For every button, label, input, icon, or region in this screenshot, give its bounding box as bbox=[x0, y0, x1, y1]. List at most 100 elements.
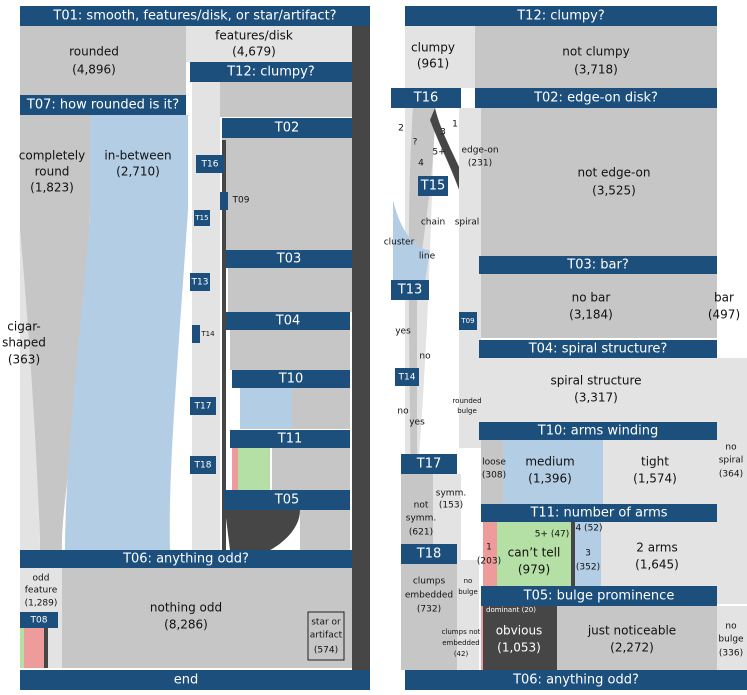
no2-label: no bbox=[397, 407, 409, 417]
spiral-label: spiral bbox=[455, 218, 480, 228]
t05-dark-flow bbox=[225, 510, 300, 550]
two-arms-count: (1,645) bbox=[635, 558, 679, 572]
r-t09-node[interactable] bbox=[459, 312, 477, 330]
no-bar-label: no bar bbox=[572, 291, 611, 305]
r-t16-node-text: T16 bbox=[413, 91, 438, 106]
no-bulge-small-1: no bbox=[464, 577, 473, 585]
t14-node[interactable] bbox=[192, 325, 200, 343]
completely-label: completely bbox=[19, 149, 86, 163]
n1-label: 1 bbox=[452, 120, 458, 130]
r-t15-node-text: T15 bbox=[420, 179, 445, 194]
no-spiral-count: (364) bbox=[719, 470, 743, 480]
t10-node-text: T10 bbox=[278, 372, 303, 387]
t08-dark bbox=[44, 628, 48, 668]
t02-node[interactable] bbox=[222, 118, 352, 138]
t18-node[interactable] bbox=[190, 456, 216, 474]
star-label-1: star or bbox=[311, 618, 341, 628]
star-artifact-stream bbox=[352, 26, 370, 670]
star-artifact-box bbox=[307, 611, 345, 661]
r-t05-header[interactable] bbox=[481, 586, 717, 606]
r-t03-header-text: T03: bar? bbox=[566, 258, 628, 273]
not-clumpy-count: (3,718) bbox=[574, 63, 618, 77]
clumps-not-count: (42) bbox=[454, 650, 469, 658]
t11-node[interactable] bbox=[230, 430, 350, 448]
t17-node-text: T17 bbox=[194, 402, 212, 412]
r-t17-node[interactable] bbox=[401, 454, 457, 474]
obvious-band bbox=[483, 606, 557, 670]
t03-node[interactable] bbox=[226, 250, 352, 268]
t07-header[interactable] bbox=[20, 95, 186, 115]
t01-header[interactable] bbox=[20, 6, 370, 26]
odd-count: (1,289) bbox=[25, 599, 58, 609]
r-t18-node[interactable] bbox=[401, 544, 457, 564]
r-t03-header[interactable] bbox=[479, 256, 717, 274]
r-t12-header[interactable] bbox=[405, 6, 717, 26]
t05-node[interactable] bbox=[224, 490, 350, 510]
right-headers: T12: clumpy? T16 T02: edge-on disk? T15 … bbox=[391, 6, 747, 690]
four-label: 4 (52) bbox=[575, 524, 602, 534]
t10-node[interactable] bbox=[232, 370, 350, 388]
t06-header-text: T06: anything odd? bbox=[122, 552, 249, 567]
dominant-band bbox=[481, 606, 483, 670]
r-t13-node[interactable] bbox=[391, 280, 429, 300]
no-bulge-small-2: bulge bbox=[458, 588, 478, 596]
t16-node[interactable] bbox=[196, 155, 224, 173]
r-t16-node[interactable] bbox=[391, 88, 461, 108]
t15-node[interactable] bbox=[194, 210, 210, 226]
t08-node[interactable] bbox=[20, 612, 58, 628]
rounded-count: (4,896) bbox=[72, 63, 116, 77]
r-t02-header[interactable] bbox=[475, 88, 717, 108]
cigar-shaped-flow bbox=[20, 230, 40, 550]
r-t15-node[interactable] bbox=[418, 176, 448, 196]
end-text: end bbox=[174, 673, 199, 688]
clumpy-stream-2 bbox=[408, 108, 435, 545]
t01-header-text: T01: smooth, features/disk, or star/arti… bbox=[52, 9, 336, 24]
odd-label-1: odd bbox=[33, 574, 50, 584]
no-spiral-label-1: no bbox=[725, 443, 737, 453]
t11-gray-flow bbox=[272, 448, 350, 490]
t10-blue-flow bbox=[240, 387, 292, 429]
five-plus-band bbox=[571, 522, 575, 586]
r-t10-header[interactable] bbox=[479, 422, 717, 440]
loose-label: loose bbox=[482, 458, 506, 468]
end-bar[interactable] bbox=[20, 670, 370, 690]
r-t11-header[interactable] bbox=[481, 504, 717, 522]
left-labels: rounded (4,896) features/disk (4,679) co… bbox=[2, 29, 343, 656]
t06-header[interactable] bbox=[20, 550, 352, 568]
no-bar-band bbox=[481, 274, 717, 338]
right-flow-diagram: T12: clumpy? T16 T02: edge-on disk? T15 … bbox=[375, 0, 747, 695]
one-count: (203) bbox=[477, 557, 501, 567]
n2-label: 2 bbox=[398, 124, 404, 134]
cluster-label: cluster bbox=[384, 238, 415, 248]
nq-label: ? bbox=[413, 138, 418, 148]
medium-count: (1,396) bbox=[528, 472, 572, 486]
r-t10-header-text: T10: arms winding bbox=[537, 424, 659, 439]
r-t13-node-text: T13 bbox=[397, 283, 422, 298]
t12-header[interactable] bbox=[190, 62, 352, 82]
n4-label: 4 bbox=[418, 159, 424, 169]
t17-node[interactable] bbox=[190, 397, 216, 415]
r-t04-header[interactable] bbox=[479, 340, 717, 358]
t13-node[interactable] bbox=[190, 273, 210, 291]
spiral-structure-band bbox=[481, 358, 717, 422]
r-t04-header-text: T04: spiral structure? bbox=[528, 342, 668, 357]
not-edge-on-band bbox=[481, 108, 717, 256]
in-between-label: in-between bbox=[104, 149, 171, 163]
r-t06-header-text: T06: anything odd? bbox=[512, 673, 639, 688]
t09-node[interactable] bbox=[220, 192, 228, 210]
no-bulge-count: (336) bbox=[719, 649, 743, 659]
medium-band bbox=[503, 440, 603, 504]
two-arms-band bbox=[601, 522, 717, 586]
r-t14-node[interactable] bbox=[395, 368, 419, 386]
t11-pink-flow bbox=[232, 448, 238, 490]
yes2-label: yes bbox=[409, 418, 425, 428]
t11-node-text: T11 bbox=[277, 432, 302, 447]
t04-node[interactable] bbox=[226, 312, 350, 330]
round-label: round bbox=[35, 165, 70, 179]
r-t05-header-text: T05: bulge prominence bbox=[523, 589, 675, 604]
three-count: (352) bbox=[576, 563, 600, 573]
r-t06-header[interactable] bbox=[405, 670, 747, 690]
t02-flow bbox=[222, 137, 352, 250]
loose-band bbox=[481, 440, 503, 504]
in-between-count: (2,710) bbox=[116, 165, 160, 179]
